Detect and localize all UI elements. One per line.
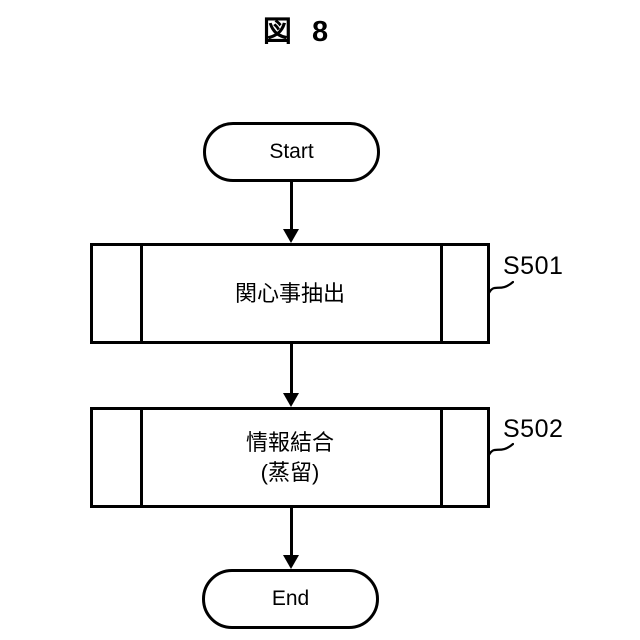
arrow-stem [289,508,293,557]
predefined-process-bar-left [140,246,143,341]
step-s501-text: 関心事抽出 [234,280,345,306]
end-label: End [271,587,310,610]
start-label: Start [269,140,314,163]
figure-title: 図 8 [262,16,330,48]
arrow-head-icon [283,393,299,407]
arrow-head-icon [283,229,299,243]
predefined-process-bar-left [140,410,143,505]
step-s501-box: 関心事抽出 [90,243,490,344]
step-s502-ref-label: S502 [503,415,564,443]
ref-connector-squiggle-s501 [487,280,514,296]
step-s501-ref-label: S501 [503,252,564,280]
flowchart-end-node: End [202,569,379,629]
arrow-stem [289,344,293,395]
arrow-start-to-s501 [283,182,299,243]
flowchart-start-node: Start [203,122,380,182]
arrow-head-icon [283,555,299,569]
predefined-process-bar-right [440,410,443,505]
ref-connector-squiggle-s502 [487,442,514,458]
arrow-s501-to-s502 [283,344,299,407]
arrow-s502-to-end [283,508,299,569]
step-s502-box: 情報結合 (蒸留) [90,407,490,508]
predefined-process-bar-right [440,246,443,341]
arrow-stem [289,182,293,231]
step-s502-text: 情報結合 (蒸留) [245,429,334,485]
